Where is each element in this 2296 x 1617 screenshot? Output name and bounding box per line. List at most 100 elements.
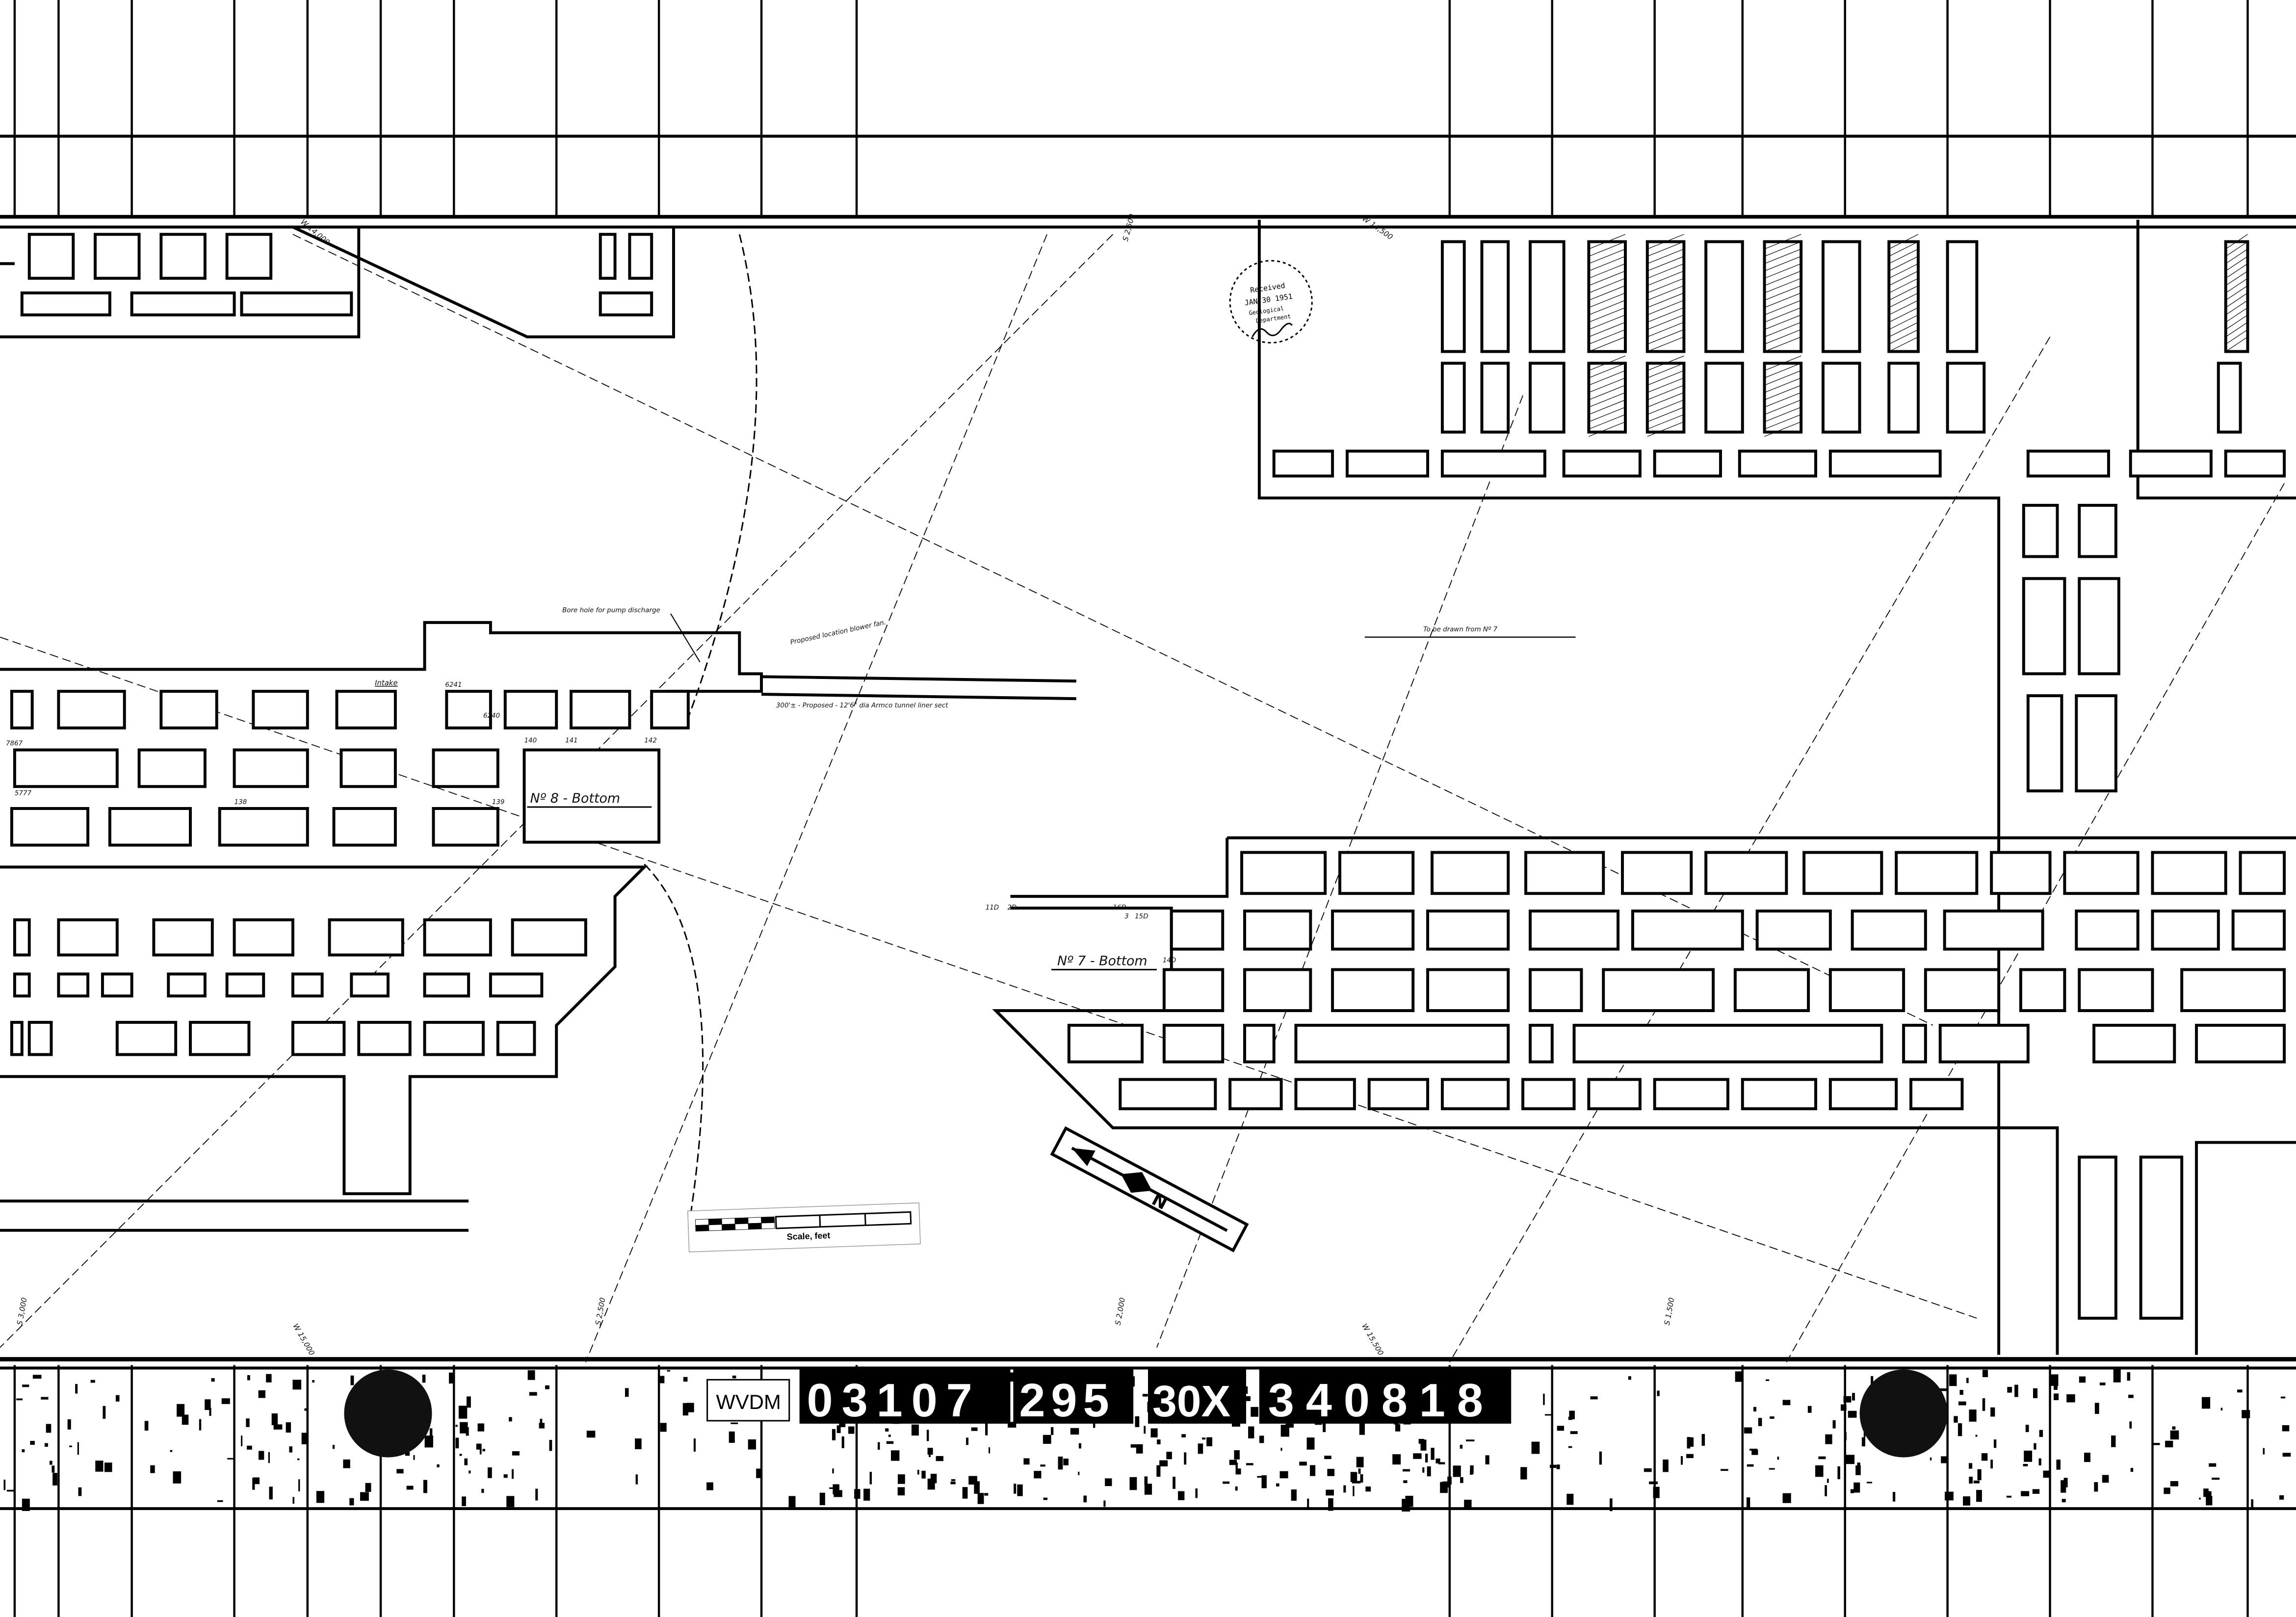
noise-speck (683, 1377, 688, 1382)
coordinate-label: W 15,500 (1360, 1322, 1385, 1357)
noise-speck (829, 1487, 837, 1489)
noise-speck (529, 1392, 537, 1396)
punch-hole-left (344, 1369, 432, 1458)
noise-speck (1235, 1486, 1238, 1491)
hatch-line (1589, 263, 1626, 279)
hatch-line (2225, 307, 2248, 323)
pillar (159, 233, 207, 280)
hatch-line (1764, 337, 1801, 352)
pillar (2022, 504, 2059, 558)
noise-speck (2206, 1491, 2212, 1501)
noise-speck (2201, 1397, 2211, 1409)
hatch-line (1647, 329, 1684, 345)
noise-speck (1306, 1437, 1315, 1450)
pillar (20, 291, 111, 316)
noise-speck (1350, 1472, 1357, 1482)
pillar (1240, 851, 1327, 895)
noise-speck (1751, 1450, 1758, 1455)
noise-speck (1657, 1390, 1660, 1396)
noise-speck (462, 1496, 466, 1506)
pillar (423, 972, 470, 998)
pillar (1170, 910, 1225, 951)
pillar (1529, 1023, 1554, 1064)
pillar (57, 918, 119, 957)
noise-speck (1628, 1376, 1631, 1380)
hatch-line (1764, 300, 1801, 315)
pillar (1294, 1023, 1510, 1064)
noise-speck (788, 1496, 796, 1508)
hatch-line (1764, 399, 1801, 415)
pillar (2026, 694, 2063, 793)
noise-speck (2237, 1389, 2243, 1393)
noise-speck (1299, 1461, 1307, 1466)
noise-speck (886, 1441, 894, 1444)
noise-speck (951, 1479, 956, 1481)
noise-speck (2263, 1448, 2265, 1455)
hatch-line (1888, 278, 1919, 293)
pillar (2063, 851, 2139, 895)
noise-speck (1235, 1462, 1238, 1475)
hatch-line (1764, 322, 1801, 338)
noise-speck (885, 1428, 889, 1432)
pillar (1480, 362, 1510, 434)
noise-speck (1007, 1422, 1017, 1428)
noise-speck (1395, 1424, 1401, 1432)
pillar (1821, 362, 1861, 434)
noise-speck (477, 1423, 485, 1432)
noise-speck (1957, 1423, 1962, 1436)
hatch-line (1647, 241, 1684, 257)
hatch-line (1764, 270, 1801, 286)
survey-line (585, 234, 1047, 1362)
noise-speck (173, 1471, 182, 1484)
hatch-line (1589, 300, 1626, 315)
noise-speck (1360, 1474, 1363, 1483)
noise-speck (332, 1445, 335, 1449)
pillar (2078, 504, 2117, 558)
pillar (2239, 851, 2286, 895)
pillar (2078, 577, 2120, 676)
pillar (1938, 1023, 2030, 1064)
noise-speck (1653, 1487, 1660, 1498)
pillar (2078, 968, 2154, 1012)
noise-speck (1569, 1410, 1575, 1419)
pillar (432, 807, 499, 847)
pillar (1653, 1078, 1729, 1111)
noise-speck (1981, 1453, 1988, 1461)
noise-speck (586, 1431, 596, 1438)
noise-speck (199, 1419, 202, 1431)
noise-speck (1990, 1460, 1993, 1469)
noise-speck (2172, 1426, 2176, 1430)
noise-speck (205, 1399, 211, 1410)
noise-speck (1969, 1477, 1973, 1484)
pillar (628, 233, 653, 280)
pillar (225, 972, 265, 998)
noise-speck (1105, 1478, 1112, 1487)
noise-speck (635, 1438, 642, 1449)
pillar (2019, 968, 2066, 1012)
noise-speck (1291, 1489, 1297, 1501)
noise-speck (1850, 1489, 1854, 1493)
noise-speck (1982, 1398, 1985, 1411)
noise-speck (2066, 1394, 2075, 1403)
noise-speck (1966, 1378, 1969, 1383)
noise-speck (974, 1481, 980, 1494)
noise-speck (926, 1430, 929, 1441)
noise-speck (1973, 1480, 1980, 1484)
pillar (328, 918, 404, 957)
pillar (252, 690, 309, 730)
pillar (10, 1020, 24, 1056)
noise-speck (2212, 1477, 2220, 1480)
film-agency: WVDM (716, 1390, 781, 1413)
noise-speck (469, 1470, 471, 1474)
mine-pillars (10, 233, 2286, 1320)
hatch-line (1589, 407, 1626, 422)
drawn-from-note: To be drawn from Nº 7 (1423, 626, 1497, 633)
station-label: 140 (524, 737, 537, 745)
noise-speck (1431, 1448, 1435, 1460)
noise-speck (869, 1472, 872, 1485)
noise-speck (1327, 1469, 1335, 1476)
noise-speck (458, 1406, 468, 1419)
hatch-line (1589, 363, 1626, 378)
noise-speck (1425, 1454, 1428, 1463)
hatch-line (1888, 307, 1919, 323)
